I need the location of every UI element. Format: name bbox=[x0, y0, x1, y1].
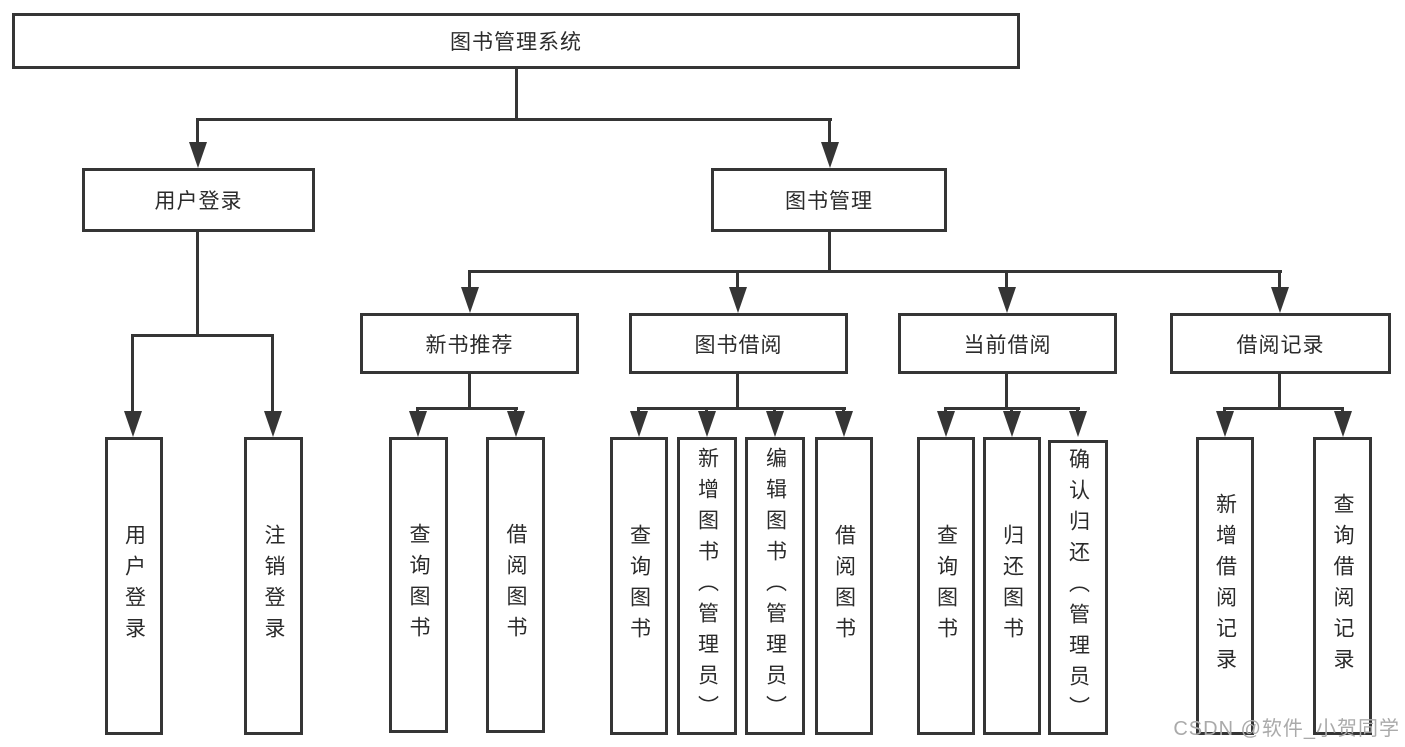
leaf-bb-borrow-book: 借阅图书 bbox=[815, 437, 873, 735]
arrowhead-down-icon bbox=[937, 411, 955, 437]
leaf-bb-edit-book-label: 编辑图书（管理员） bbox=[763, 446, 787, 726]
arrowhead-down-icon bbox=[630, 411, 648, 437]
node-current-borrow-label: 当前借阅 bbox=[963, 333, 1052, 357]
leaf-cb-query-book: 查询图书 bbox=[917, 437, 975, 735]
leaf-bb-add-book-label: 新增图书（管理员） bbox=[695, 446, 719, 726]
leaf-rec-query-book-label: 查询图书 bbox=[407, 523, 430, 647]
connector-stem bbox=[736, 374, 739, 409]
leaf-br-query-record: 查询借阅记录 bbox=[1313, 437, 1372, 735]
leaf-cb-query-book-label: 查询图书 bbox=[934, 524, 958, 648]
node-new-book-rec-label: 新书推荐 bbox=[425, 333, 514, 357]
node-user-login: 用户登录 bbox=[82, 168, 315, 232]
node-borrow-record-label: 借阅记录 bbox=[1236, 333, 1325, 357]
leaf-cb-return-book-label: 归还图书 bbox=[1000, 524, 1024, 648]
node-current-borrow: 当前借阅 bbox=[898, 313, 1117, 374]
node-book-mgmt-label: 图书管理 bbox=[785, 190, 873, 213]
arrowhead-down-icon bbox=[1003, 411, 1021, 437]
arrowhead-down-icon bbox=[264, 411, 282, 437]
node-book-borrow-label: 图书借阅 bbox=[694, 333, 783, 357]
leaf-rec-borrow-book: 借阅图书 bbox=[486, 437, 545, 733]
leaf-cb-confirm-return: 确认归还（管理员） bbox=[1048, 440, 1108, 735]
leaf-cb-return-book: 归还图书 bbox=[983, 437, 1041, 735]
leaf-bb-query-book: 查询图书 bbox=[610, 437, 668, 735]
leaf-logout-label: 注销登录 bbox=[262, 524, 285, 648]
leaf-bb-add-book: 新增图书（管理员） bbox=[677, 437, 737, 735]
leaf-br-add-record-label: 新增借阅记录 bbox=[1213, 493, 1237, 679]
arrowhead-down-icon bbox=[461, 287, 479, 313]
arrowhead-down-icon bbox=[1334, 411, 1352, 437]
connector-rail bbox=[1224, 407, 1344, 410]
connector-l3-rail bbox=[469, 270, 1282, 273]
node-user-login-label: 用户登录 bbox=[154, 190, 243, 213]
connector-stem bbox=[1005, 374, 1008, 409]
connector-shaft bbox=[736, 270, 739, 290]
leaf-bb-edit-book: 编辑图书（管理员） bbox=[745, 437, 805, 735]
node-borrow-record: 借阅记录 bbox=[1170, 313, 1391, 374]
connector-bookmgmt-stem bbox=[828, 232, 831, 272]
leaf-logout: 注销登录 bbox=[244, 437, 303, 735]
arrowhead-down-icon bbox=[698, 411, 716, 437]
node-root-label: 图书管理系统 bbox=[450, 31, 582, 54]
arrowhead-down-icon bbox=[821, 142, 839, 168]
node-root: 图书管理系统 bbox=[12, 13, 1020, 69]
arrowhead-down-icon bbox=[1216, 411, 1234, 437]
connector-shaft bbox=[196, 118, 199, 146]
connector-shaft bbox=[468, 270, 471, 290]
leaf-bb-borrow-book-label: 借阅图书 bbox=[832, 524, 856, 648]
connector-root-stem bbox=[515, 69, 518, 119]
connector-stem bbox=[1278, 374, 1281, 409]
arrowhead-down-icon bbox=[998, 287, 1016, 313]
leaf-rec-query-book: 查询图书 bbox=[389, 437, 448, 733]
connector-userlogin-rail bbox=[132, 334, 274, 337]
leaf-br-query-record-label: 查询借阅记录 bbox=[1331, 493, 1354, 679]
arrowhead-down-icon bbox=[729, 287, 747, 313]
leaf-user-login-label: 用户登录 bbox=[122, 524, 146, 648]
arrowhead-down-icon bbox=[409, 411, 427, 437]
arrowhead-down-icon bbox=[835, 411, 853, 437]
leaf-br-add-record: 新增借阅记录 bbox=[1196, 437, 1254, 735]
leaf-bb-query-book-label: 查询图书 bbox=[627, 524, 651, 648]
connector-userlogin-stem bbox=[196, 232, 199, 336]
connector-shaft bbox=[1005, 270, 1008, 290]
connector-shaft bbox=[1278, 270, 1281, 290]
leaf-cb-confirm-return-label: 确认归还（管理员） bbox=[1066, 448, 1090, 727]
connector-shaft bbox=[828, 118, 831, 146]
connector-stem bbox=[468, 374, 471, 409]
node-book-mgmt: 图书管理 bbox=[711, 168, 947, 232]
arrowhead-down-icon bbox=[189, 142, 207, 168]
connector-shaft bbox=[131, 334, 134, 413]
csdn-watermark: CSDN @软件_小贺同学 bbox=[1173, 718, 1400, 740]
arrowhead-down-icon bbox=[1069, 411, 1087, 437]
connector-rail bbox=[417, 407, 518, 410]
arrowhead-down-icon bbox=[124, 411, 142, 437]
node-book-borrow: 图书借阅 bbox=[629, 313, 848, 374]
arrowhead-down-icon bbox=[766, 411, 784, 437]
arrowhead-down-icon bbox=[1271, 287, 1289, 313]
connector-rail bbox=[638, 407, 846, 410]
leaf-user-login: 用户登录 bbox=[105, 437, 163, 735]
connector-shaft bbox=[271, 334, 274, 413]
leaf-rec-borrow-book-label: 借阅图书 bbox=[504, 523, 527, 647]
arrowhead-down-icon bbox=[507, 411, 525, 437]
node-new-book-rec: 新书推荐 bbox=[360, 313, 579, 374]
connector-l2-rail bbox=[197, 118, 832, 121]
